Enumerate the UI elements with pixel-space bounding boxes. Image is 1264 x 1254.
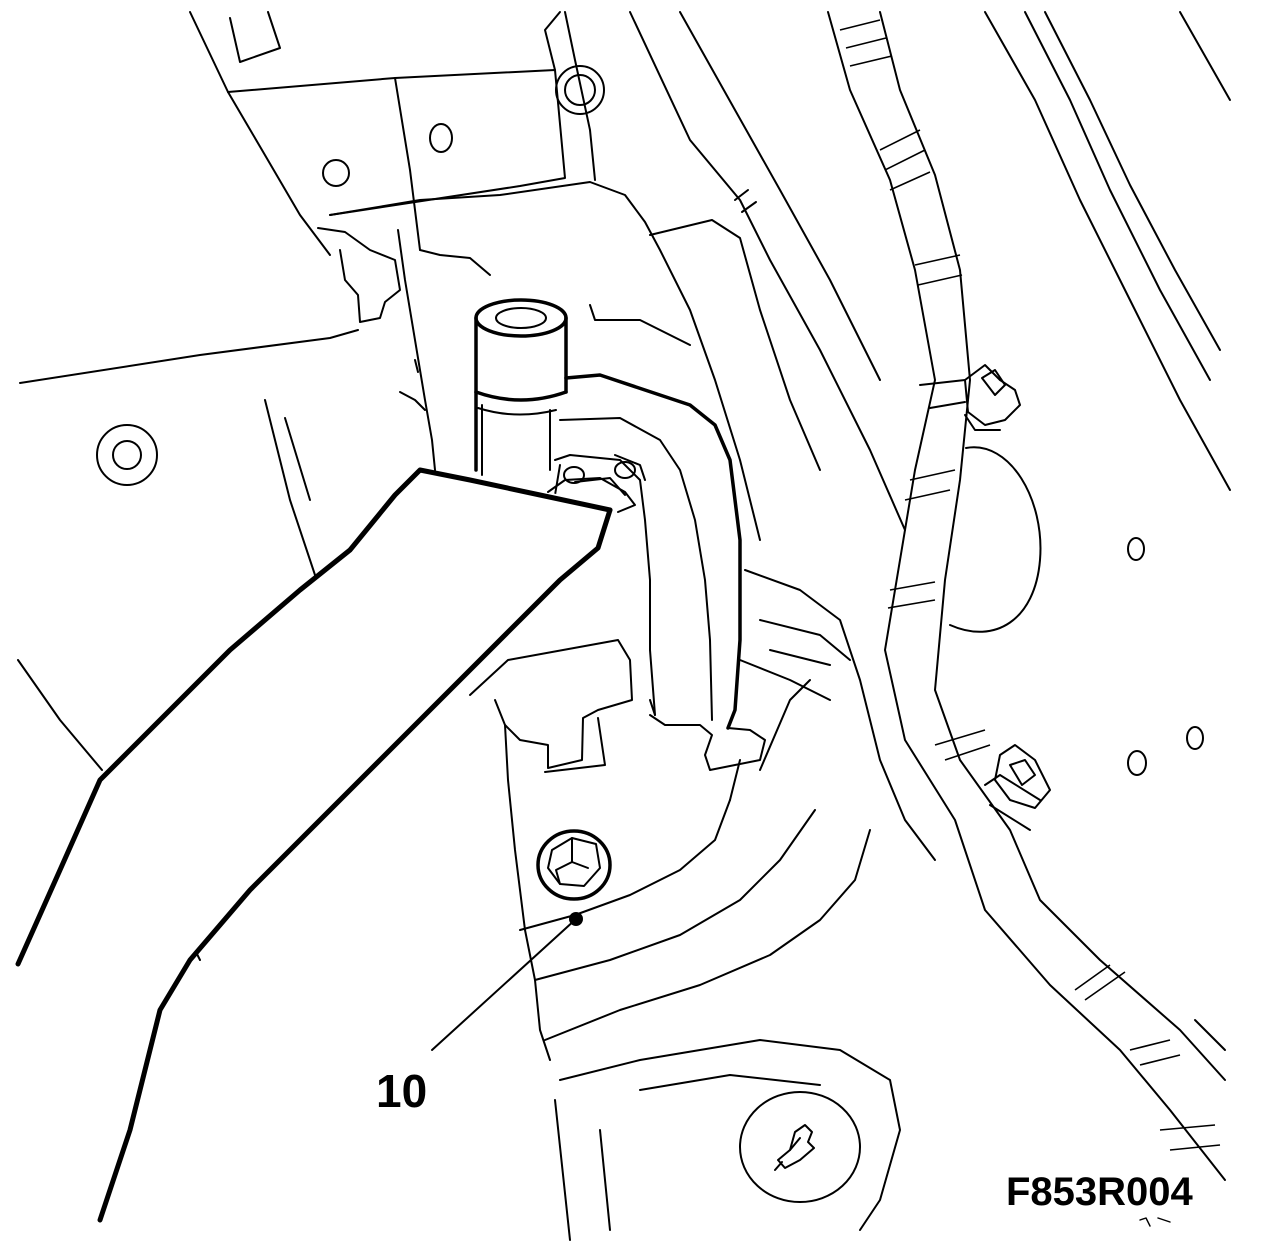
harness-clip-upper [964, 364, 1021, 431]
harness-clip-lower [994, 744, 1051, 809]
grommet [949, 446, 1042, 633]
right-trim [984, 11, 1231, 491]
bolt [536, 829, 612, 901]
strut [474, 298, 568, 476]
figure-id-mark [1139, 1217, 1171, 1227]
lower-bracket-plate [469, 569, 936, 1061]
callout-leader [431, 912, 583, 1051]
upper-body-panel [189, 11, 906, 541]
fastener-clip [739, 1091, 861, 1203]
pry-bar-tool [15, 467, 636, 1223]
lower-floor-panel [554, 1019, 1226, 1241]
wiring-harness [827, 11, 1226, 1181]
figure-id: F853R004 [1006, 1170, 1193, 1214]
panel-holes [96, 65, 1204, 776]
callout-label-10: 10 [376, 1065, 428, 1117]
